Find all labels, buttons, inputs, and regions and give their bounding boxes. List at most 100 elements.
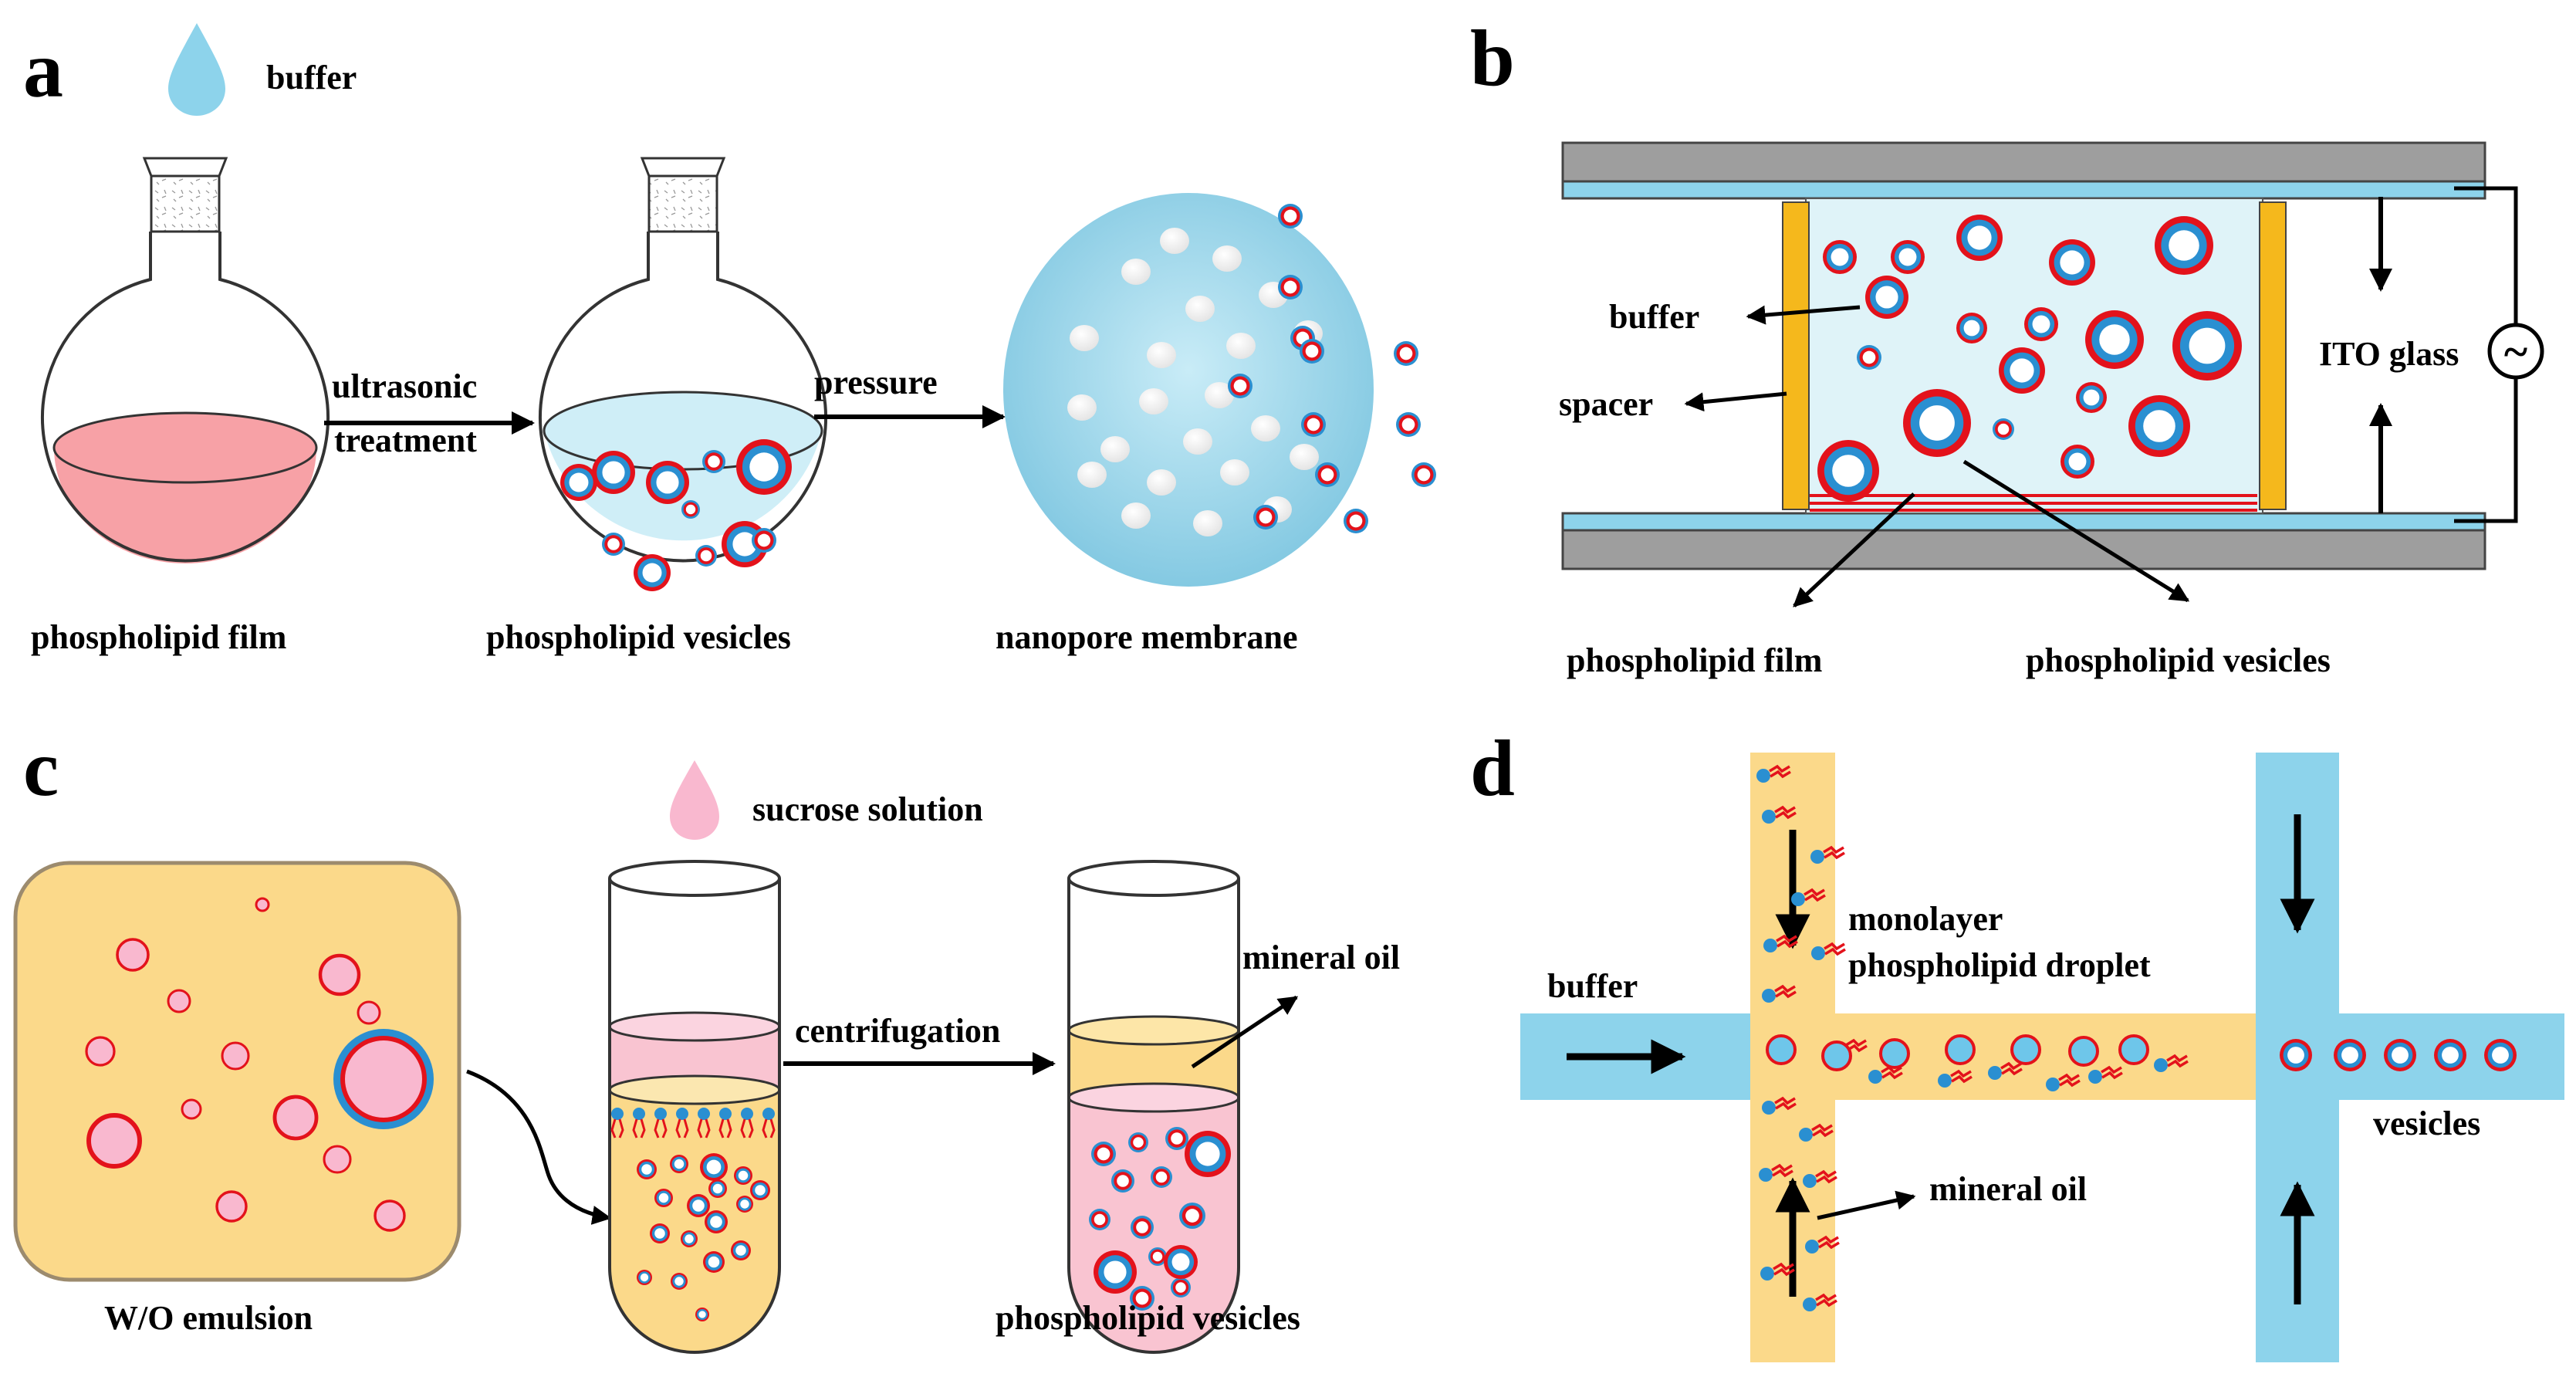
top-ito-layer bbox=[1561, 180, 2486, 200]
vesicle bbox=[671, 1273, 688, 1290]
pore bbox=[1183, 428, 1212, 455]
vesicle-lumen bbox=[1919, 405, 1955, 441]
lipid-head bbox=[654, 1108, 667, 1120]
vesicle-lumen bbox=[685, 504, 696, 515]
label-spacer: spacer bbox=[1559, 385, 1653, 423]
monolayer-droplet bbox=[1879, 1038, 1910, 1069]
vesicle bbox=[1228, 374, 1253, 398]
interface-lipid bbox=[654, 1108, 668, 1138]
vesicle-lumen bbox=[1094, 1213, 1106, 1226]
vesicle-lumen bbox=[1136, 1221, 1148, 1233]
tube-after-vesicles bbox=[1089, 1127, 1231, 1311]
lipid-molecule bbox=[1810, 845, 1845, 864]
vesicle bbox=[1300, 339, 1324, 364]
vesicle bbox=[1179, 1203, 1205, 1229]
vesicle-lumen bbox=[2442, 1047, 2459, 1064]
label-buffer-d: buffer bbox=[1547, 967, 1638, 1005]
lipid-tail bbox=[1817, 1235, 1840, 1250]
vesicle bbox=[1903, 389, 1971, 457]
vesicle bbox=[670, 1155, 688, 1173]
vesicle-lumen bbox=[1259, 510, 1273, 524]
vesicle bbox=[2334, 1039, 2366, 1071]
vesicle bbox=[736, 439, 792, 495]
lipid-head bbox=[1810, 850, 1824, 864]
vesicle-lumen bbox=[602, 461, 625, 484]
vesicle-lumen bbox=[2099, 324, 2130, 355]
vesicle bbox=[2049, 239, 2095, 286]
tube-after bbox=[1067, 860, 1240, 1354]
emulsion-droplet-large bbox=[333, 1029, 434, 1129]
label-vesicles-a: phospholipid vesicles bbox=[486, 618, 791, 656]
monolayer-droplet bbox=[1945, 1034, 1976, 1065]
vesicle-lumen bbox=[1133, 1137, 1144, 1148]
pointer-spacer bbox=[1684, 391, 1787, 412]
label-mineral-oil-d: mineral oil bbox=[1929, 1170, 2087, 1208]
pointer-mineral-oil-d bbox=[1817, 1190, 1916, 1220]
interface-lipid bbox=[697, 1108, 711, 1138]
vesicle-lumen bbox=[685, 1234, 694, 1243]
vesicle-lumen bbox=[712, 1183, 723, 1194]
vesicle-lumen bbox=[1152, 1251, 1163, 1262]
emulsion-droplet bbox=[85, 1036, 116, 1067]
label-vesicles-c: phospholipid vesicles bbox=[996, 1299, 1300, 1337]
vesicle bbox=[695, 1308, 709, 1321]
vesicle bbox=[1131, 1216, 1154, 1239]
vesicle-lumen bbox=[710, 1216, 722, 1228]
vesicle bbox=[1148, 1247, 1167, 1266]
panel-b: b ~ ITO glass buffer spacer phosphol bbox=[1470, 14, 2544, 679]
vesicle-lumen bbox=[640, 1273, 649, 1282]
lipid-head bbox=[1811, 946, 1825, 960]
pore bbox=[1077, 462, 1107, 488]
vesicle-lumen bbox=[1155, 1171, 1168, 1183]
vesicle-lumen bbox=[735, 1245, 746, 1256]
label-film-a: phospholipid film bbox=[31, 618, 286, 656]
lipid-tail bbox=[1950, 1069, 1973, 1084]
lipid-tail bbox=[1824, 942, 1846, 956]
pore bbox=[1220, 459, 1249, 486]
monolayer-droplets bbox=[1766, 1034, 2149, 1071]
vesicle bbox=[1823, 240, 1857, 274]
lipid-molecule bbox=[1762, 984, 1797, 1003]
vesicle-lumen bbox=[1831, 248, 1849, 266]
droplet-body bbox=[85, 1036, 116, 1067]
vesicle bbox=[1089, 1209, 1111, 1230]
pore bbox=[1226, 333, 1256, 359]
vesicle bbox=[1111, 1169, 1134, 1193]
vesicle bbox=[1253, 505, 1278, 529]
lipid-molecule bbox=[2154, 1054, 2189, 1072]
vesicle-lumen bbox=[1233, 379, 1247, 393]
droplet-body bbox=[221, 1041, 250, 1071]
pore bbox=[1067, 394, 1097, 421]
vesicle-lumen bbox=[674, 1277, 684, 1286]
lipid-tail bbox=[1823, 845, 1845, 860]
interface-lipid bbox=[740, 1108, 754, 1138]
panel-d: d buffer monolayer phospholipid droplet … bbox=[1470, 724, 2564, 1362]
vesicle bbox=[637, 1159, 657, 1179]
panel-label-d: d bbox=[1470, 724, 1515, 813]
lipid-head bbox=[1763, 939, 1777, 952]
lipid-head bbox=[1799, 1128, 1813, 1142]
lipid-molecule bbox=[1938, 1069, 1973, 1088]
lipid-head bbox=[719, 1108, 732, 1120]
vesicle bbox=[1891, 240, 1925, 274]
vesicle bbox=[708, 1179, 727, 1198]
vesicle-lumen bbox=[708, 1256, 720, 1268]
vesicle-lumen bbox=[2083, 389, 2100, 406]
vesicle-lumen bbox=[1963, 320, 1980, 337]
vesicle-lumen bbox=[1997, 423, 2010, 435]
emulsion-droplets bbox=[85, 897, 434, 1232]
vesicle bbox=[1857, 345, 1881, 370]
vesicle-lumen bbox=[2169, 230, 2199, 261]
droplet-body bbox=[86, 1113, 142, 1169]
vesicle bbox=[1165, 1127, 1188, 1150]
label-buffer-a: buffer bbox=[266, 59, 357, 96]
lipid-head bbox=[611, 1108, 624, 1120]
emulsion-droplet bbox=[116, 938, 150, 972]
vesicle-lumen bbox=[755, 1185, 766, 1196]
lipid-head bbox=[1803, 1297, 1817, 1311]
panel-label-c: c bbox=[23, 724, 59, 813]
vesicle-lumen bbox=[740, 1199, 749, 1209]
lipid-tail bbox=[1774, 984, 1797, 999]
label-film-b: phospholipid film bbox=[1567, 641, 1822, 679]
lipid-tail bbox=[654, 1118, 668, 1138]
